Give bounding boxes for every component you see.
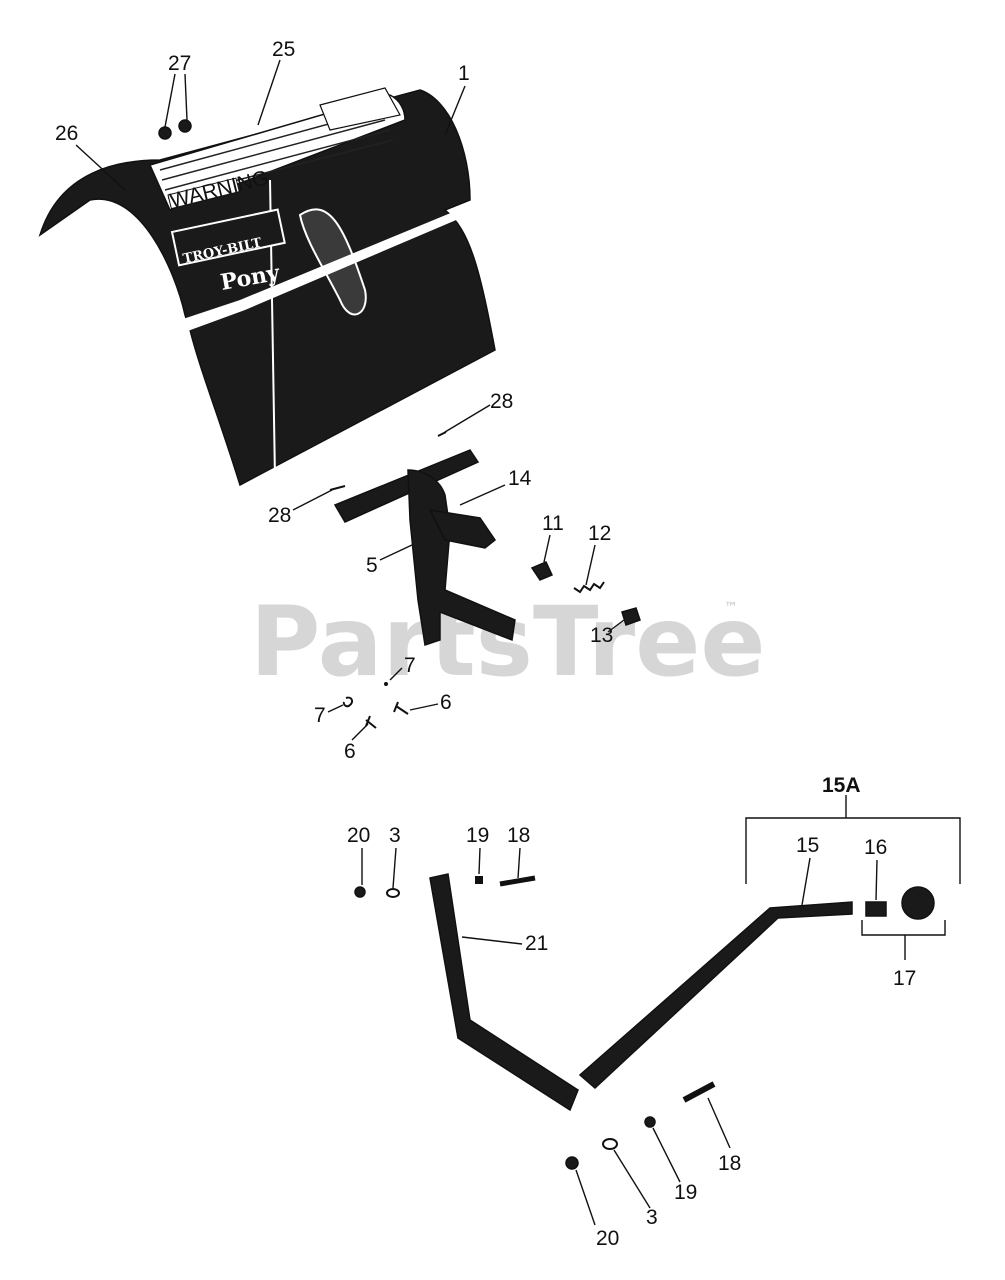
callout-labels: 1 25 26 27 28 28 14 5 11 12 13 7 7 6 6 1… bbox=[55, 38, 916, 1250]
leader-lines bbox=[75, 59, 961, 1226]
callout-19-upper: 19 bbox=[466, 824, 489, 847]
callout-6-right: 6 bbox=[440, 691, 452, 714]
callout-26: 26 bbox=[55, 122, 78, 145]
callout-13: 13 bbox=[590, 624, 613, 647]
watermark-trademark: ™ bbox=[724, 600, 738, 616]
callout-5: 5 bbox=[366, 554, 378, 577]
hardware-lower-set bbox=[565, 1081, 716, 1170]
callout-20-lower: 20 bbox=[596, 1227, 619, 1250]
watermark: PartsTree ™ bbox=[250, 586, 765, 698]
callout-7-right: 7 bbox=[404, 654, 416, 677]
brand-badge: TROY-BILT bbox=[170, 208, 286, 267]
callout-3-lower: 3 bbox=[646, 1206, 658, 1229]
callout-18-upper: 18 bbox=[507, 824, 530, 847]
callout-3-upper: 3 bbox=[389, 824, 401, 847]
hood-screws-part-27 bbox=[158, 119, 192, 140]
callout-28-lower: 28 bbox=[268, 504, 291, 527]
callout-17: 17 bbox=[893, 967, 916, 990]
callout-15A: 15A bbox=[822, 774, 861, 797]
tine-hood-part-1: WARNING TROY-BILT Pony bbox=[38, 87, 496, 487]
callout-21: 21 bbox=[525, 932, 548, 955]
callout-20-upper: 20 bbox=[347, 824, 370, 847]
knob-parts-16-17 bbox=[865, 886, 935, 920]
depth-bar-part-21 bbox=[429, 873, 579, 1112]
callout-7-left: 7 bbox=[314, 704, 326, 727]
callout-19-lower: 19 bbox=[674, 1181, 697, 1204]
callout-28-upper: 28 bbox=[490, 390, 513, 413]
callout-15: 15 bbox=[796, 834, 819, 857]
callout-18-lower: 18 bbox=[718, 1152, 741, 1175]
callout-25: 25 bbox=[272, 38, 295, 61]
handle-part-15 bbox=[578, 901, 853, 1090]
watermark-text: PartsTree bbox=[250, 586, 765, 698]
pins-part-28 bbox=[329, 431, 447, 491]
callout-11: 11 bbox=[542, 512, 564, 535]
callout-16: 16 bbox=[864, 836, 887, 859]
small-hardware-parts-6-7 bbox=[342, 682, 409, 729]
spring-parts-11-12-13 bbox=[530, 561, 641, 626]
callout-1: 1 bbox=[458, 62, 470, 85]
callout-27: 27 bbox=[168, 52, 191, 75]
hardware-upper-set bbox=[354, 875, 536, 898]
callout-14: 14 bbox=[508, 467, 532, 490]
callout-6-left: 6 bbox=[344, 740, 356, 763]
callout-12: 12 bbox=[588, 522, 611, 545]
hitch-bracket-part-5 bbox=[333, 449, 516, 646]
